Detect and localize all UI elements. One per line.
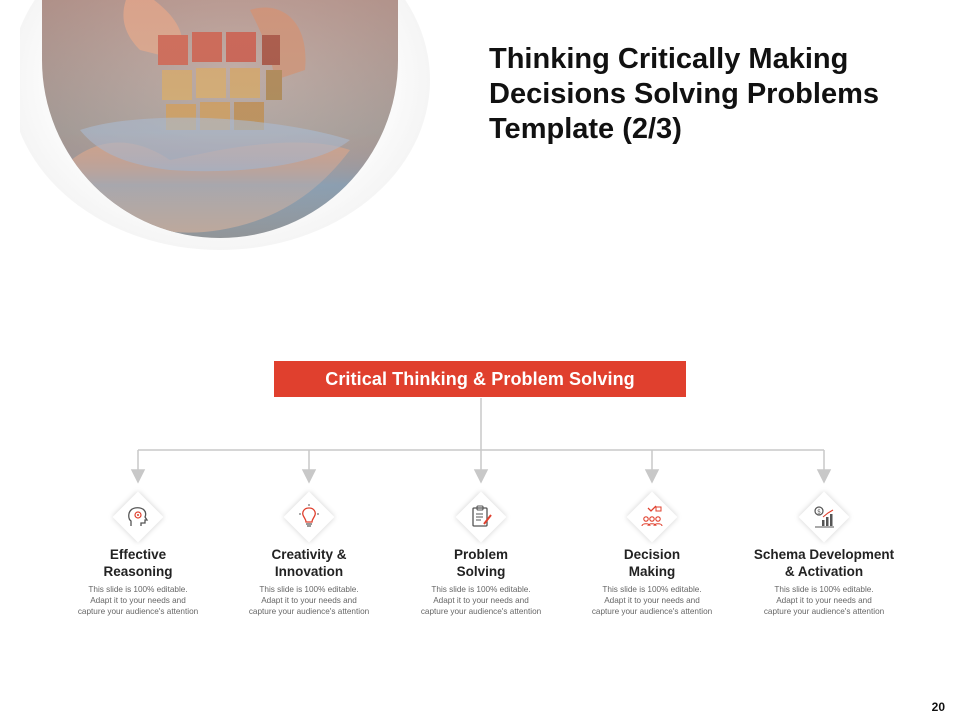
- item-description: This slide is 100% editable. Adapt it to…: [763, 585, 885, 616]
- team-icon: [641, 505, 663, 527]
- growth-chart-icon: $: [814, 506, 834, 528]
- item-title: Decision Making: [623, 547, 681, 579]
- center-banner: Critical Thinking & Problem Solving: [274, 361, 686, 397]
- clipboard-pencil-icon: [472, 505, 492, 527]
- item-effective-reasoning: Effective Reasoning This slide is 100% e…: [48, 490, 228, 617]
- item-description: This slide is 100% editable. Adapt it to…: [420, 585, 542, 616]
- diamond-badge: $: [797, 490, 851, 544]
- diamond-badge: [282, 490, 336, 544]
- item-schema-development: $ Schema Development & Activation This s…: [734, 490, 914, 617]
- svg-text:$: $: [817, 509, 821, 516]
- arrow-5-icon: [816, 469, 832, 484]
- item-title: Schema Development & Activation: [753, 547, 895, 579]
- diamond-badge: [625, 490, 679, 544]
- item-title: Creativity & Innovation: [271, 547, 347, 579]
- item-problem-solving: Problem Solving This slide is 100% edita…: [391, 490, 571, 617]
- arrow-3-icon: [473, 469, 489, 484]
- diamond-badge: [454, 490, 508, 544]
- item-title: Effective Reasoning: [103, 547, 173, 579]
- cube-hand-image: [20, 0, 430, 250]
- hero-photo: [20, 0, 450, 250]
- arrow-4-icon: [644, 469, 660, 484]
- arrow-2-icon: [301, 469, 317, 484]
- item-description: This slide is 100% editable. Adapt it to…: [591, 585, 713, 616]
- item-description: This slide is 100% editable. Adapt it to…: [248, 585, 370, 616]
- item-decision-making: Decision Making This slide is 100% edita…: [562, 490, 742, 617]
- page-number: 20: [931, 700, 945, 714]
- item-title: Problem Solving: [453, 547, 508, 579]
- item-creativity-innovation: Creativity & Innovation This slide is 10…: [219, 490, 399, 617]
- lightbulb-icon: [299, 504, 319, 527]
- arrow-1-icon: [130, 469, 146, 484]
- item-description: This slide is 100% editable. Adapt it to…: [77, 585, 199, 616]
- page-title: Thinking Critically Making Decisions Sol…: [489, 43, 879, 145]
- diamond-badge: [111, 490, 165, 544]
- head-gear-icon: [128, 507, 149, 526]
